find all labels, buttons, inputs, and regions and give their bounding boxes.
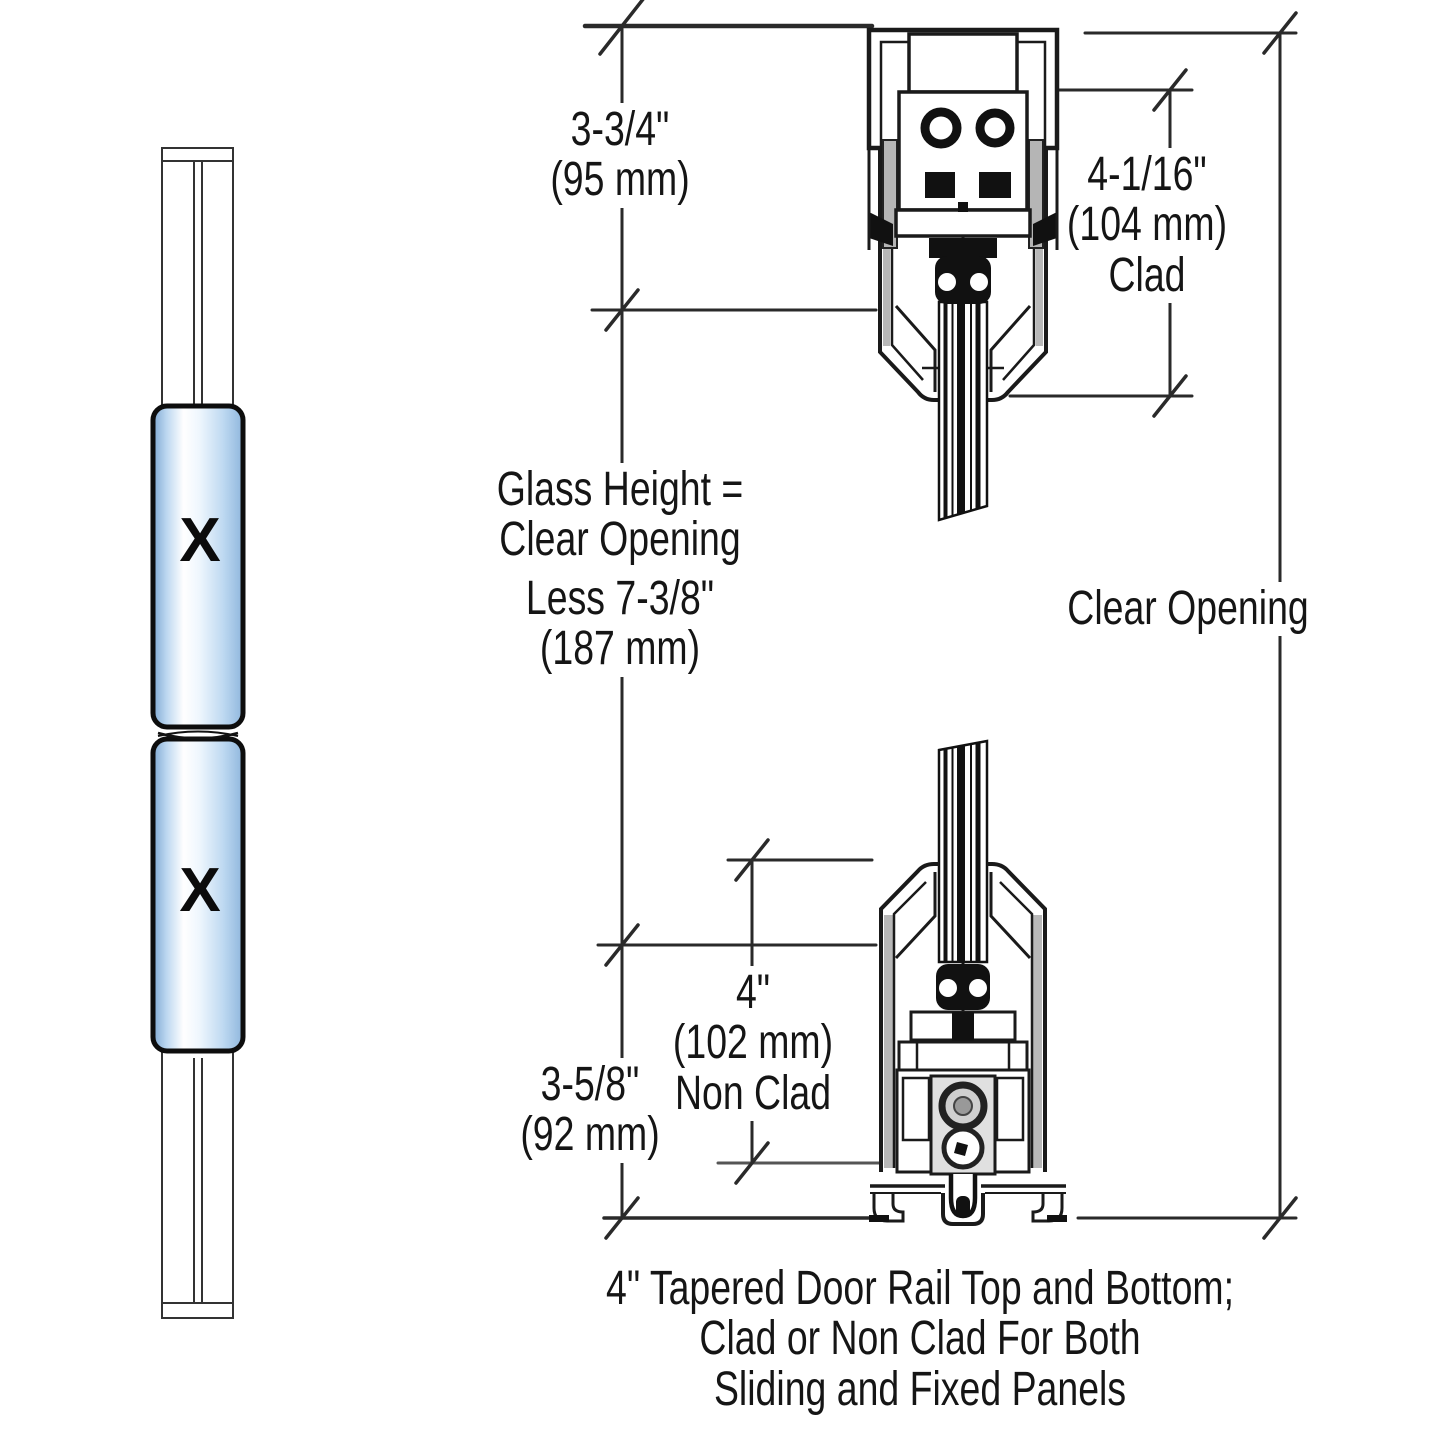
dim-bottom-rail-metric: (92 mm) (520, 1108, 660, 1162)
dim-top-rail-label: 3-3/4" (95 mm) (544, 103, 696, 208)
glass-bottom (937, 739, 989, 964)
caption-line2: Clad or Non Clad For Both (699, 1312, 1141, 1366)
door-panel-elevation (150, 147, 246, 1319)
dim-top-rail-imperial: 3-3/4" (570, 103, 670, 156)
roller-carriage (894, 90, 1032, 238)
dim-clad-label: 4-1/16" (104 mm) Clad (1060, 148, 1234, 304)
bottom-guide-assembly (895, 1068, 1031, 1219)
glass-height-line4: (187 mm) (539, 622, 701, 676)
caption-line3: Sliding and Fixed Panels (713, 1362, 1127, 1416)
dim-non-clad-note: Non Clad (674, 1066, 832, 1120)
bottom-clamp (897, 958, 1029, 1072)
dim-non-clad-metric: (102 mm) (672, 1016, 834, 1070)
dim-non-clad-label: 4" (102 mm) Non Clad (666, 966, 840, 1122)
glass-height-line2: Clear Opening (499, 513, 741, 567)
clear-opening-text: Clear Opening (1067, 582, 1309, 635)
glass-height-label: Glass Height = Clear Opening Less 7-3/8"… (490, 463, 750, 677)
glass-panels (150, 403, 246, 1054)
diagram-caption: 4" Tapered Door Rail Top and Bottom; Cla… (599, 1262, 1241, 1418)
caption-line1: 4" Tapered Door Rail Top and Bottom; (606, 1262, 1234, 1315)
top-clamp (929, 226, 997, 330)
dimension-lines (582, 0, 1298, 1240)
clear-opening-label: Clear Opening (1061, 582, 1315, 637)
panel-mark-top: X (179, 506, 221, 575)
top-rail-cross-section (866, 27, 1060, 522)
glass-top (937, 300, 989, 522)
dim-clad-metric: (104 mm) (1066, 198, 1228, 252)
glass-height-line1: Glass Height = (496, 463, 744, 516)
dim-bottom-rail-label: 3-5/8" (92 mm) (514, 1058, 666, 1163)
dim-non-clad-imperial: 4" (735, 966, 771, 1019)
glass-height-line3: Less 7-3/8" (525, 571, 715, 625)
dim-clad-imperial: 4-1/16" (1087, 148, 1207, 201)
dim-clad-note: Clad (1108, 248, 1186, 302)
dim-top-rail-metric: (95 mm) (550, 153, 690, 207)
panel-mark-bottom: X (179, 856, 221, 925)
bottom-rail-cross-section (869, 739, 1067, 1226)
floor-track (869, 1184, 1067, 1226)
dim-bottom-rail-imperial: 3-5/8" (540, 1058, 640, 1111)
